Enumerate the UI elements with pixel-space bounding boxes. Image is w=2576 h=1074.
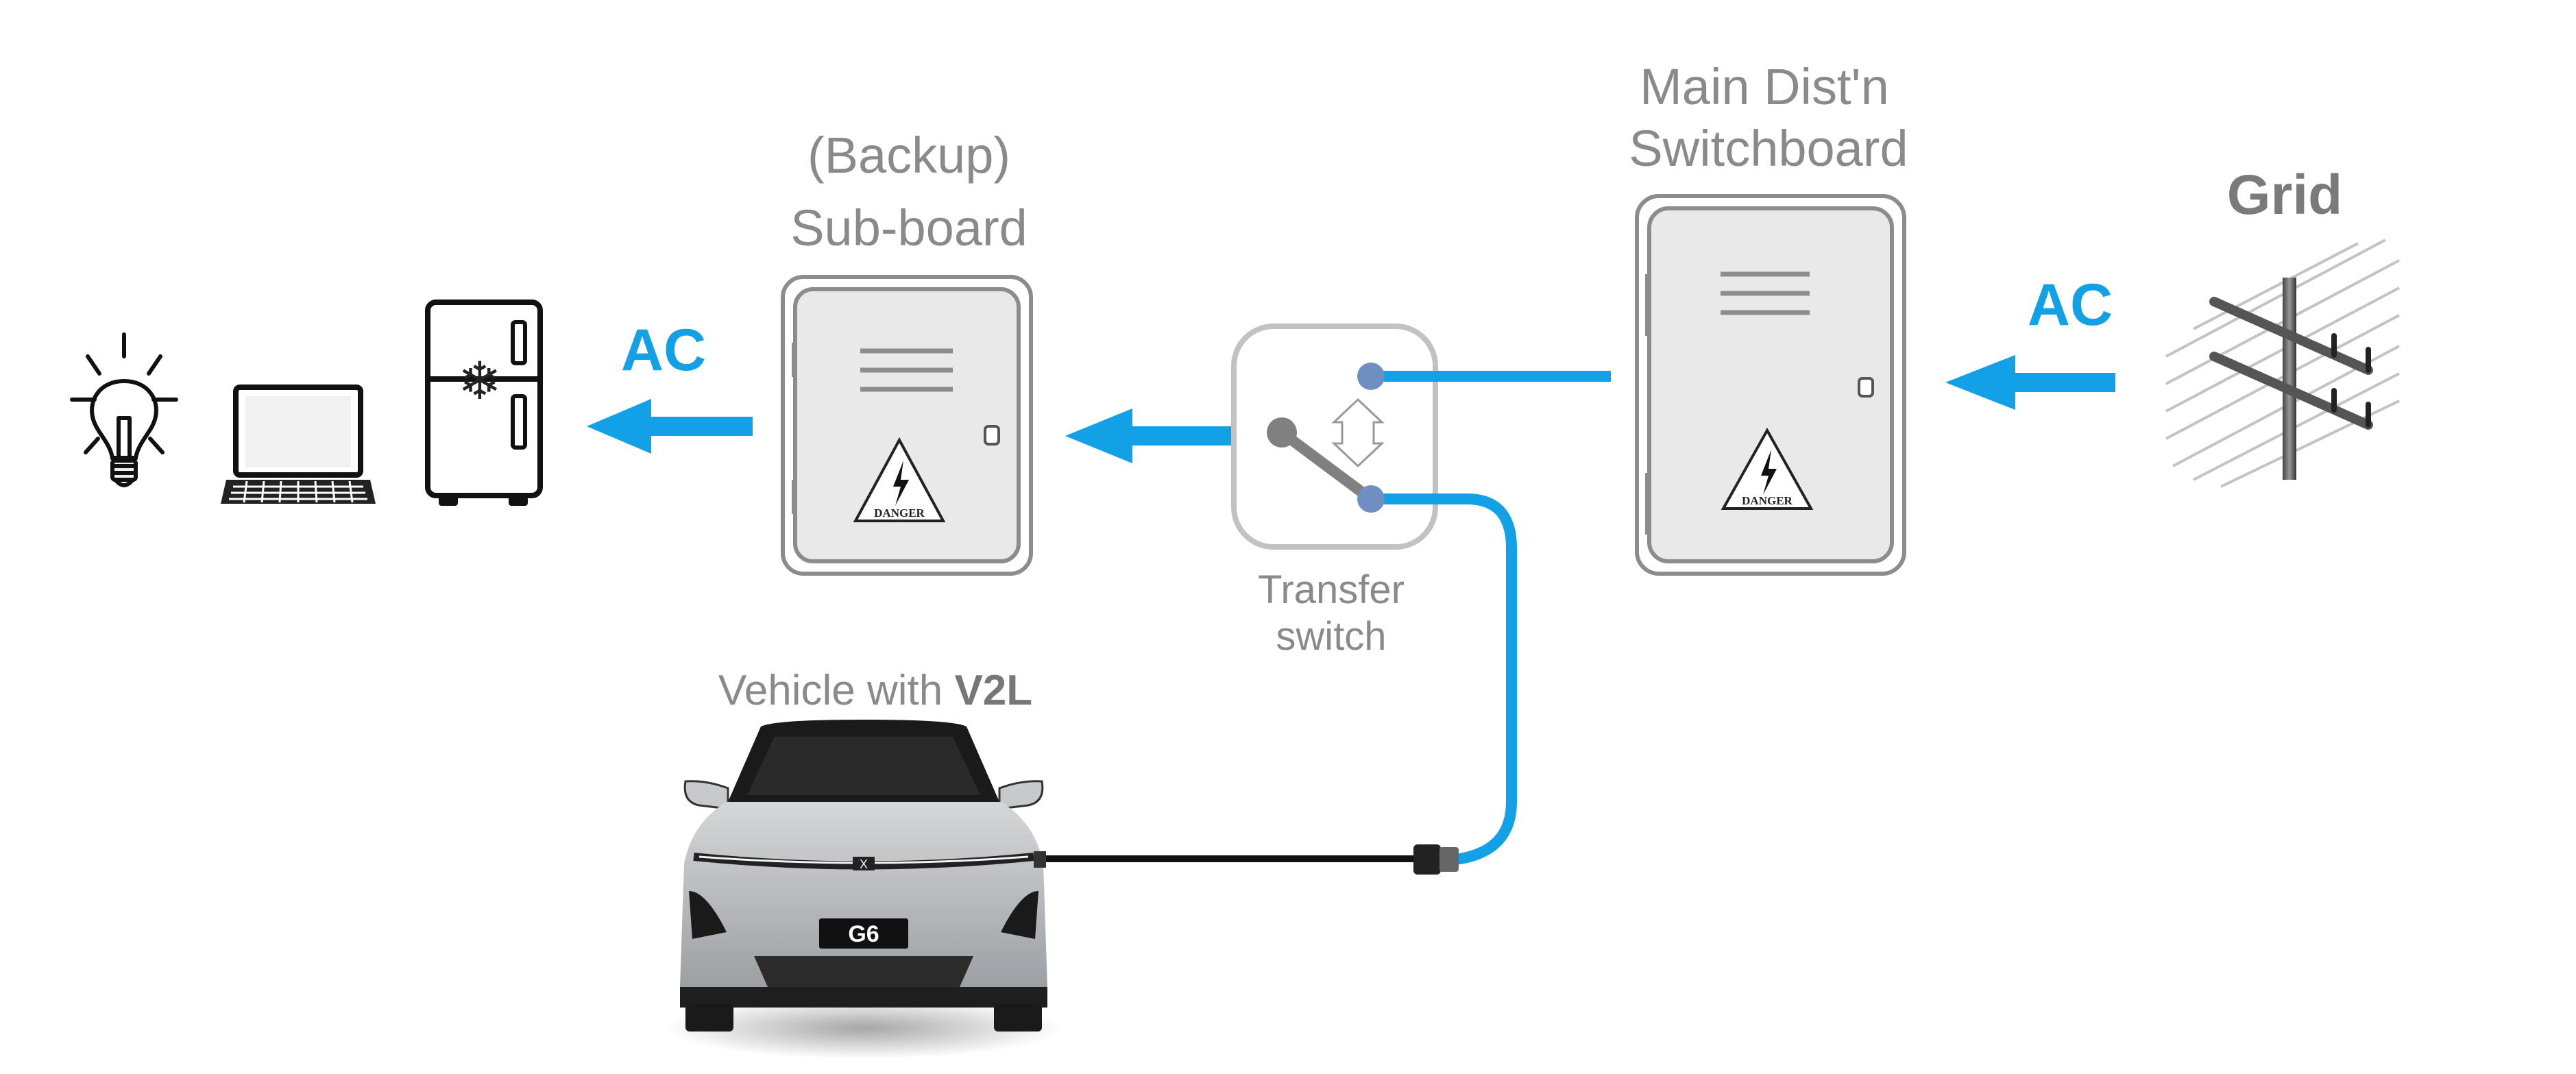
danger-text: DANGER [874, 507, 925, 520]
ac-flow-arrow-left [587, 399, 753, 454]
main-switchboard-cabinet: DANGER [1635, 194, 1906, 576]
vehicle-contact [1357, 485, 1385, 513]
sub-board-label-line1: (Backup) [807, 127, 1010, 184]
grid-label: Grid [2227, 164, 2343, 226]
ac-label-right: AC [2028, 272, 2113, 338]
vehicle-badge: X [860, 857, 868, 871]
transfer-switch [1231, 324, 1611, 864]
fridge-icon: ❄ [425, 300, 543, 506]
ac-label-left: AC [621, 317, 706, 383]
power-pole-icon [2165, 239, 2400, 488]
light-bulb-icon [70, 332, 178, 487]
transfer-switch-label-line1: Transfer [1258, 567, 1405, 612]
vehicle-label: Vehicle with V2L [718, 667, 1032, 714]
vehicle-label-prefix: Vehicle with [718, 667, 955, 714]
double-arrow-icon [1331, 398, 1385, 468]
danger-warning-icon: DANGER [853, 437, 946, 522]
switch-pivot [1267, 417, 1297, 448]
license-plate-text: G6 [848, 921, 879, 947]
danger-warning-icon: DANGER [1721, 427, 1814, 510]
grid-contact [1357, 363, 1385, 390]
ac-flow-arrow-middle [1065, 408, 1234, 463]
vehicle-label-bold: V2L [954, 667, 1032, 714]
vehicle-car: X G6 [665, 720, 1062, 1059]
transfer-switch-label-line2: switch [1276, 614, 1386, 659]
switch-blade [1276, 427, 1376, 504]
ac-flow-arrow-right [1945, 355, 2115, 410]
license-plate [819, 918, 908, 949]
laptop-icon [221, 385, 376, 504]
main-board-label-line1: Main Dist'n [1640, 58, 1889, 115]
sub-board-label-line2: Sub-board [790, 199, 1028, 256]
cable-connector [1413, 844, 1441, 875]
v2l-cable [1041, 844, 1459, 875]
sub-board-cabinet: DANGER [781, 275, 1033, 576]
snowflake-icon: ❄ [458, 350, 502, 411]
main-board-label-line2: Switchboard [1629, 120, 1908, 177]
danger-text: DANGER [1742, 494, 1793, 507]
vehicle-feed-cable [1365, 493, 1517, 864]
